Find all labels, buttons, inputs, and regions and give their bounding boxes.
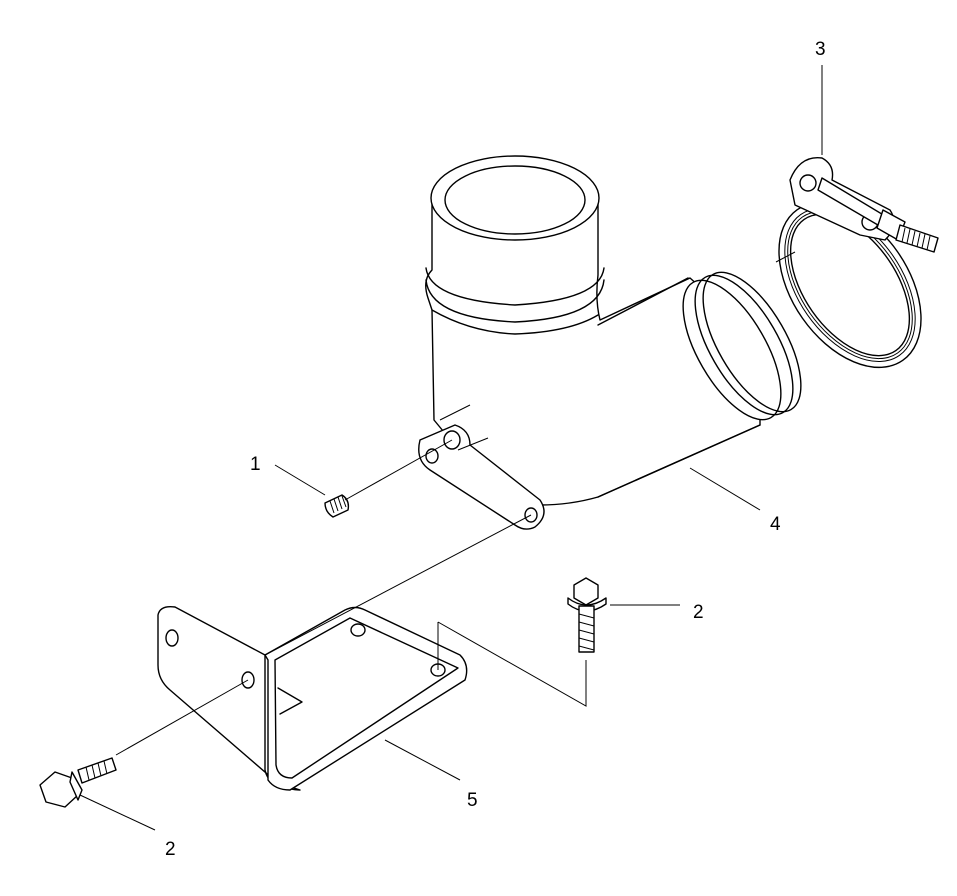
callout-2-lower: 2 <box>165 839 176 860</box>
set-screw <box>324 494 350 518</box>
callout-1: 1 <box>250 454 261 475</box>
hose-clamp <box>775 156 939 369</box>
leader-lines <box>79 65 823 831</box>
flange-bolt-lower <box>39 757 117 808</box>
callout-5: 5 <box>467 790 478 811</box>
callout-3: 3 <box>815 39 826 60</box>
elbow-pipe <box>418 155 802 530</box>
callout-4: 4 <box>770 514 781 535</box>
flange-bolt-upper <box>567 577 607 653</box>
callout-2-upper: 2 <box>693 602 704 623</box>
assembly-lines <box>115 439 587 756</box>
l-bracket <box>157 605 468 791</box>
